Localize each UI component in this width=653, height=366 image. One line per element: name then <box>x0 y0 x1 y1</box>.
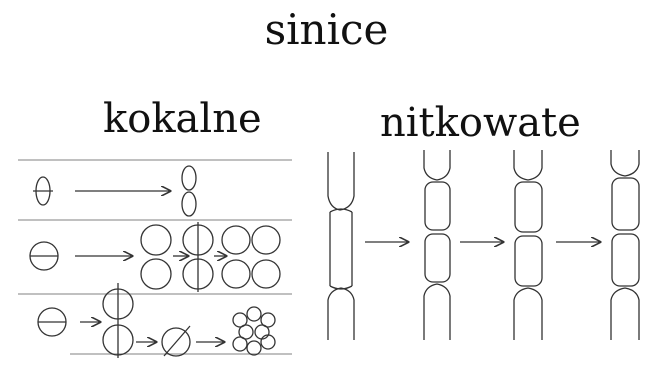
filament-cell <box>610 150 640 177</box>
row-two-plane-division <box>29 222 281 292</box>
row-irregular-division <box>37 283 276 358</box>
filament-stage-2 <box>423 150 451 340</box>
cell <box>251 259 281 289</box>
filament-cell <box>423 150 451 181</box>
filament-cell <box>611 177 640 231</box>
filament-cell <box>514 181 543 233</box>
cell <box>260 312 276 328</box>
filament-cell <box>514 235 543 287</box>
filament-cell <box>610 287 640 340</box>
cell <box>251 225 281 255</box>
filament-cell <box>423 283 451 340</box>
cell <box>260 334 276 350</box>
row-one-plane-division <box>33 165 197 217</box>
cell <box>221 259 251 289</box>
cell <box>238 324 254 340</box>
cell-wall <box>329 285 353 290</box>
filamentous-panel <box>327 150 640 340</box>
filament-cell <box>327 287 355 340</box>
filament-stage-3 <box>513 150 543 340</box>
cell <box>221 225 251 255</box>
division-plane <box>163 325 191 357</box>
filament-stage-1 <box>327 152 355 340</box>
filament-cell <box>611 233 640 287</box>
filament-cell <box>329 212 353 286</box>
filament-cell <box>513 150 543 181</box>
cell <box>232 336 248 352</box>
diagram-title: sinice <box>264 5 389 54</box>
cell <box>140 258 172 290</box>
coccal-group-label: kokalne <box>103 96 262 142</box>
filament-cell <box>424 181 451 231</box>
filament-cell <box>513 287 543 340</box>
cell <box>254 324 270 340</box>
coccal-panel <box>18 159 292 358</box>
daughter-cell <box>181 165 197 191</box>
daughter-cell <box>181 191 197 217</box>
filament-cell <box>424 233 451 283</box>
filament-stage-4 <box>610 150 640 340</box>
filament-cell <box>327 152 355 211</box>
filamentous-group-label: nitkowate <box>380 100 581 146</box>
cell <box>246 340 262 356</box>
cell <box>232 312 248 328</box>
cell <box>161 327 191 357</box>
cell <box>246 306 262 322</box>
cell <box>140 224 172 256</box>
cell-wall <box>329 208 353 213</box>
